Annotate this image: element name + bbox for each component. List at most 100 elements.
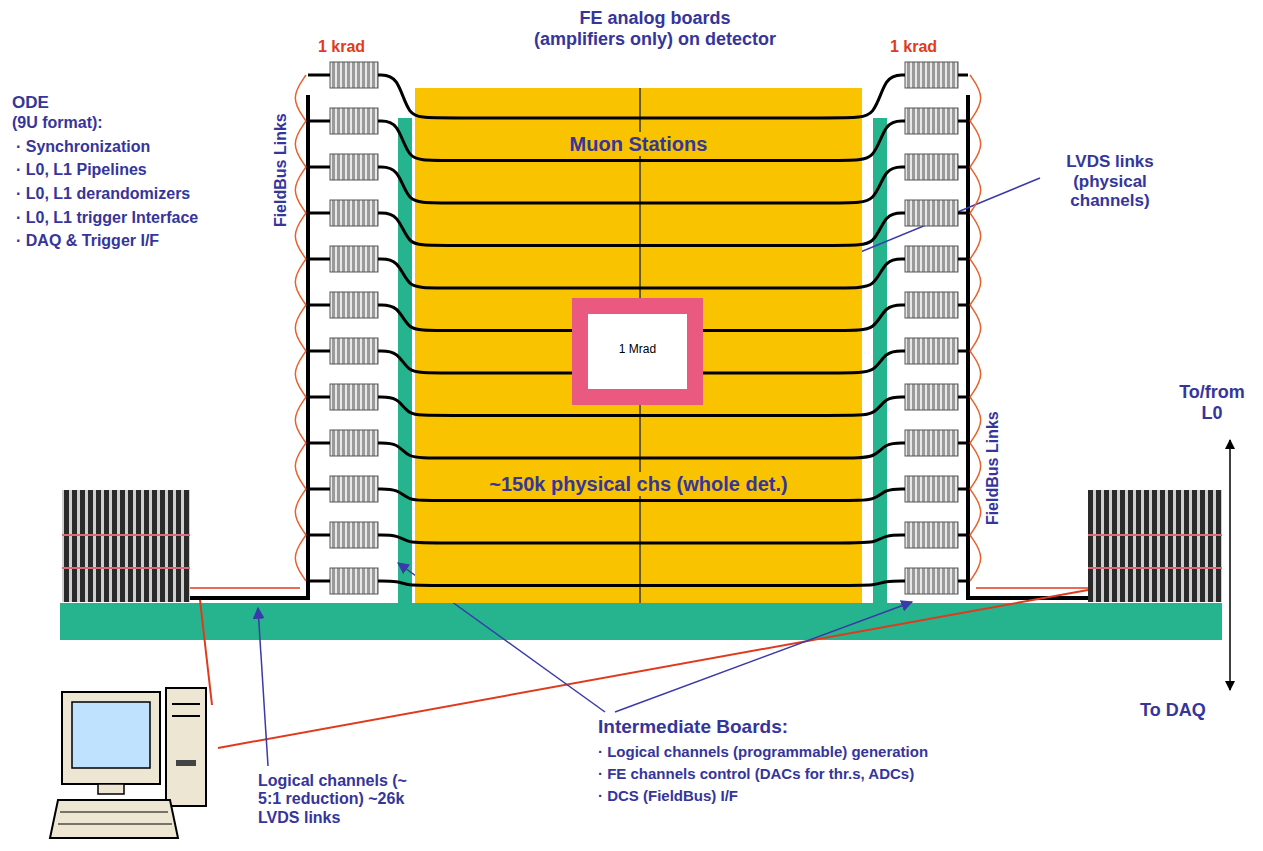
annotation-label: · DCS (FieldBus) I/F [598, 787, 738, 804]
fieldbus-stub [308, 442, 330, 445]
fieldbus-loop [970, 121, 981, 167]
intermediate-board [330, 246, 378, 272]
annotation-label: · Logical channels (programmable) genera… [598, 743, 928, 760]
fieldbus-loop [295, 443, 306, 489]
annotation-label: · FE channels control (DACs for thr.s, A… [598, 765, 914, 782]
intermediate-board [905, 62, 958, 88]
fieldbus-stub [958, 304, 968, 307]
intermediate-board [905, 200, 958, 226]
lvds-link [378, 213, 640, 246]
fieldbus-loop [295, 213, 306, 259]
fieldbus-stub [308, 580, 330, 583]
fieldbus-loop [295, 489, 306, 535]
vertical-label: FieldBus Links [272, 113, 290, 227]
support-strip [873, 118, 887, 608]
intermediate-board [330, 292, 378, 318]
fieldbus-loop [295, 259, 306, 305]
fieldbus-stub [308, 488, 330, 491]
annotation-label: (9U format): [12, 114, 103, 132]
fieldbus-loop [295, 305, 306, 351]
fieldbus-loop [295, 351, 306, 397]
fieldbus-stub [308, 74, 330, 77]
high-radiation-zone: 1 Mrad [572, 298, 703, 405]
fieldbus-loop [295, 121, 306, 167]
annotation-label: To/from L0 [1168, 382, 1256, 423]
fieldbus-stub [308, 166, 330, 169]
intermediate-board [905, 384, 958, 410]
intermediate-board [330, 476, 378, 502]
control-wire [976, 587, 1088, 589]
annotation-label: FE analog boards (amplifiers only) on de… [495, 8, 815, 49]
lvds-link [640, 213, 905, 246]
fieldbus-loop [295, 75, 306, 121]
lvds-link [640, 397, 905, 416]
support-strip [398, 118, 412, 608]
lvds-link [378, 305, 640, 331]
lvds-link [640, 75, 905, 118]
fieldbus-stub [958, 580, 968, 583]
io-arrow [1229, 440, 1231, 690]
annotation-label: · Synchronization [16, 138, 150, 156]
lvds-link [640, 167, 905, 203]
annotation-label: Intermediate Boards: [598, 716, 788, 738]
leader-line [615, 602, 912, 712]
fieldbus-stub [958, 74, 968, 77]
lvds-link [378, 397, 640, 416]
lvds-link [378, 535, 640, 543]
lvds-link [640, 305, 905, 331]
fieldbus-loop [970, 305, 981, 351]
intermediate-board [905, 292, 958, 318]
annotation-label: · DAQ & Trigger I/F [16, 232, 159, 250]
fieldbus-stub [958, 396, 968, 399]
muon-stations-region: 1 Mrad Muon Stations ~150k physical chs (w… [415, 88, 862, 603]
half-divider [639, 88, 641, 603]
intermediate-board [905, 154, 958, 180]
lvds-link [378, 443, 640, 458]
fieldbus-loop [295, 535, 306, 581]
lvds-link [378, 259, 640, 288]
annotation-label: · L0, L1 derandomizers [16, 185, 190, 203]
intermediate-board [330, 522, 378, 548]
lvds-link [378, 75, 640, 118]
intermediate-board [905, 246, 958, 272]
annotation-label: Logical channels (~ 5:1 reduction) ~26k … [258, 772, 408, 827]
fieldbus-loop [970, 75, 981, 121]
intermediate-board [905, 568, 958, 594]
fieldbus-stub [308, 350, 330, 353]
intermediate-board [330, 108, 378, 134]
intermediate-board [330, 430, 378, 456]
annotation-label: 1 krad [890, 38, 937, 56]
intermediate-board [330, 200, 378, 226]
fieldbus-loop [295, 167, 306, 213]
base-bar [60, 603, 1222, 640]
node-text: 1 Mrad [588, 342, 687, 356]
annotation-label: · L0, L1 Pipelines [16, 161, 147, 179]
intermediate-board [905, 338, 958, 364]
annotation-label: LVDS links (physical channels) [1045, 152, 1175, 211]
fieldbus-loop [295, 397, 306, 443]
fieldbus-loop [970, 351, 981, 397]
fieldbus-loop [970, 397, 981, 443]
intermediate-board [330, 384, 378, 410]
fieldbus-loop [970, 259, 981, 305]
lvds-link [640, 351, 905, 373]
intermediate-board [905, 476, 958, 502]
fieldbus-stub [308, 212, 330, 215]
intermediate-board [330, 338, 378, 364]
fieldbus-stub [958, 166, 968, 169]
node-text: ~150k physical chs (whole det.) [415, 473, 862, 496]
lvds-link [640, 259, 905, 288]
ode-crate [62, 490, 190, 602]
annotation-label: · L0, L1 trigger Interface [16, 209, 198, 227]
fieldbus-stub [308, 258, 330, 261]
fieldbus-stub [958, 442, 968, 445]
annotation-label: To DAQ [1140, 700, 1206, 721]
text-patch: Muon Stations [566, 132, 712, 156]
ode-crate [1088, 490, 1222, 602]
lvds-link [378, 167, 640, 203]
control-wire [218, 590, 1088, 748]
fieldbus-stub [308, 396, 330, 399]
fieldbus-loop [970, 443, 981, 489]
intermediate-board [905, 430, 958, 456]
fieldbus-stub [958, 350, 968, 353]
